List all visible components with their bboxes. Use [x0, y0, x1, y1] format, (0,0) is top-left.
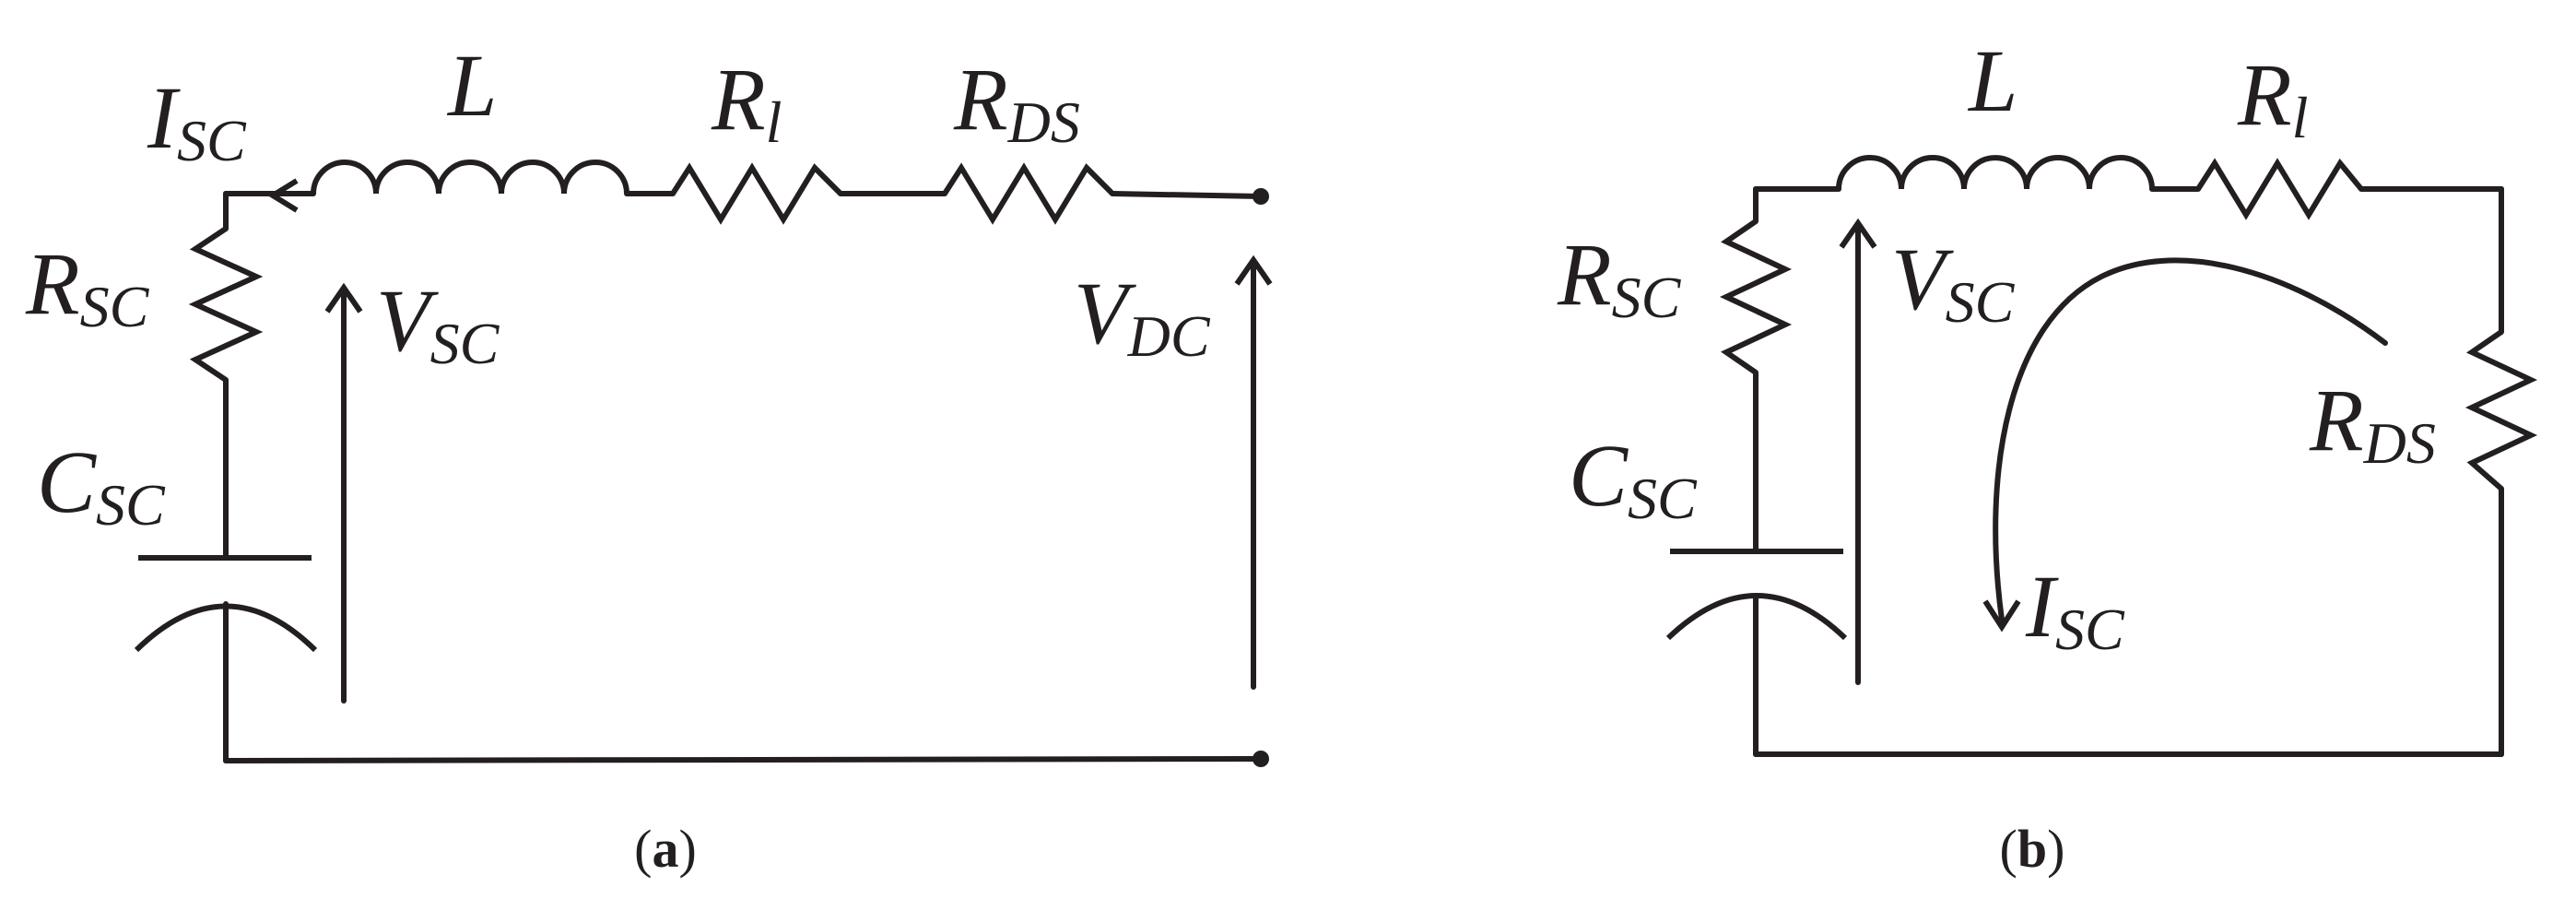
label-l-a: L — [446, 36, 497, 135]
isc-arrowhead-a — [267, 178, 299, 213]
label-rds-a: RDS — [953, 50, 1080, 155]
label-vsc-b: VSC — [1891, 230, 2016, 335]
caption-a: (a) — [634, 819, 697, 879]
resistor-rsc-a — [188, 226, 264, 383]
vdc-arrowhead-a — [1234, 254, 1273, 286]
resistor-rl-a — [670, 162, 843, 225]
label-isc-a: ISC — [147, 68, 247, 173]
isc-loop-arrow-b — [1993, 257, 2388, 622]
label-l-b: L — [1967, 31, 2017, 130]
label-rds-b: RDS — [2309, 371, 2436, 476]
label-vdc-a: VDC — [1074, 264, 1211, 369]
label-isc-b: ISC — [2025, 557, 2125, 662]
label-rsc-a: RSC — [25, 234, 150, 339]
terminal-dot-top-a — [1253, 188, 1269, 205]
terminal-dot-bottom-a — [1253, 751, 1269, 767]
circuit-a: L Rl RDS ISC RSC VSC VDC CSC (a) — [25, 36, 1273, 879]
vsc-arrowhead-b — [1839, 218, 1877, 249]
label-rl-b: Rl — [2237, 45, 2308, 150]
label-vsc-a: VSC — [376, 271, 500, 376]
resistor-rl-b — [2195, 158, 2364, 220]
isc-loop-arrowhead-b — [1982, 599, 2021, 633]
caption-b: (b) — [2000, 819, 2065, 879]
wire-a-top-right — [1110, 191, 1264, 199]
resistor-rds-b — [2464, 329, 2538, 491]
inductor-l-a — [311, 160, 629, 195]
label-rsc-b: RSC — [1557, 225, 1682, 330]
label-rl-a: Rl — [711, 50, 782, 155]
wire-a-bottom — [223, 756, 1264, 763]
circuit-b: L Rl RSC VSC RDS CSC ISC (b) — [1557, 31, 2538, 879]
resistor-rsc-b — [1719, 219, 1793, 375]
inductor-l-b — [1836, 155, 2155, 190]
vsc-arrowhead-a — [324, 282, 363, 313]
resistor-rds-a — [942, 162, 1115, 225]
label-csc-a: CSC — [37, 432, 166, 538]
label-csc-b: CSC — [1569, 426, 1698, 531]
